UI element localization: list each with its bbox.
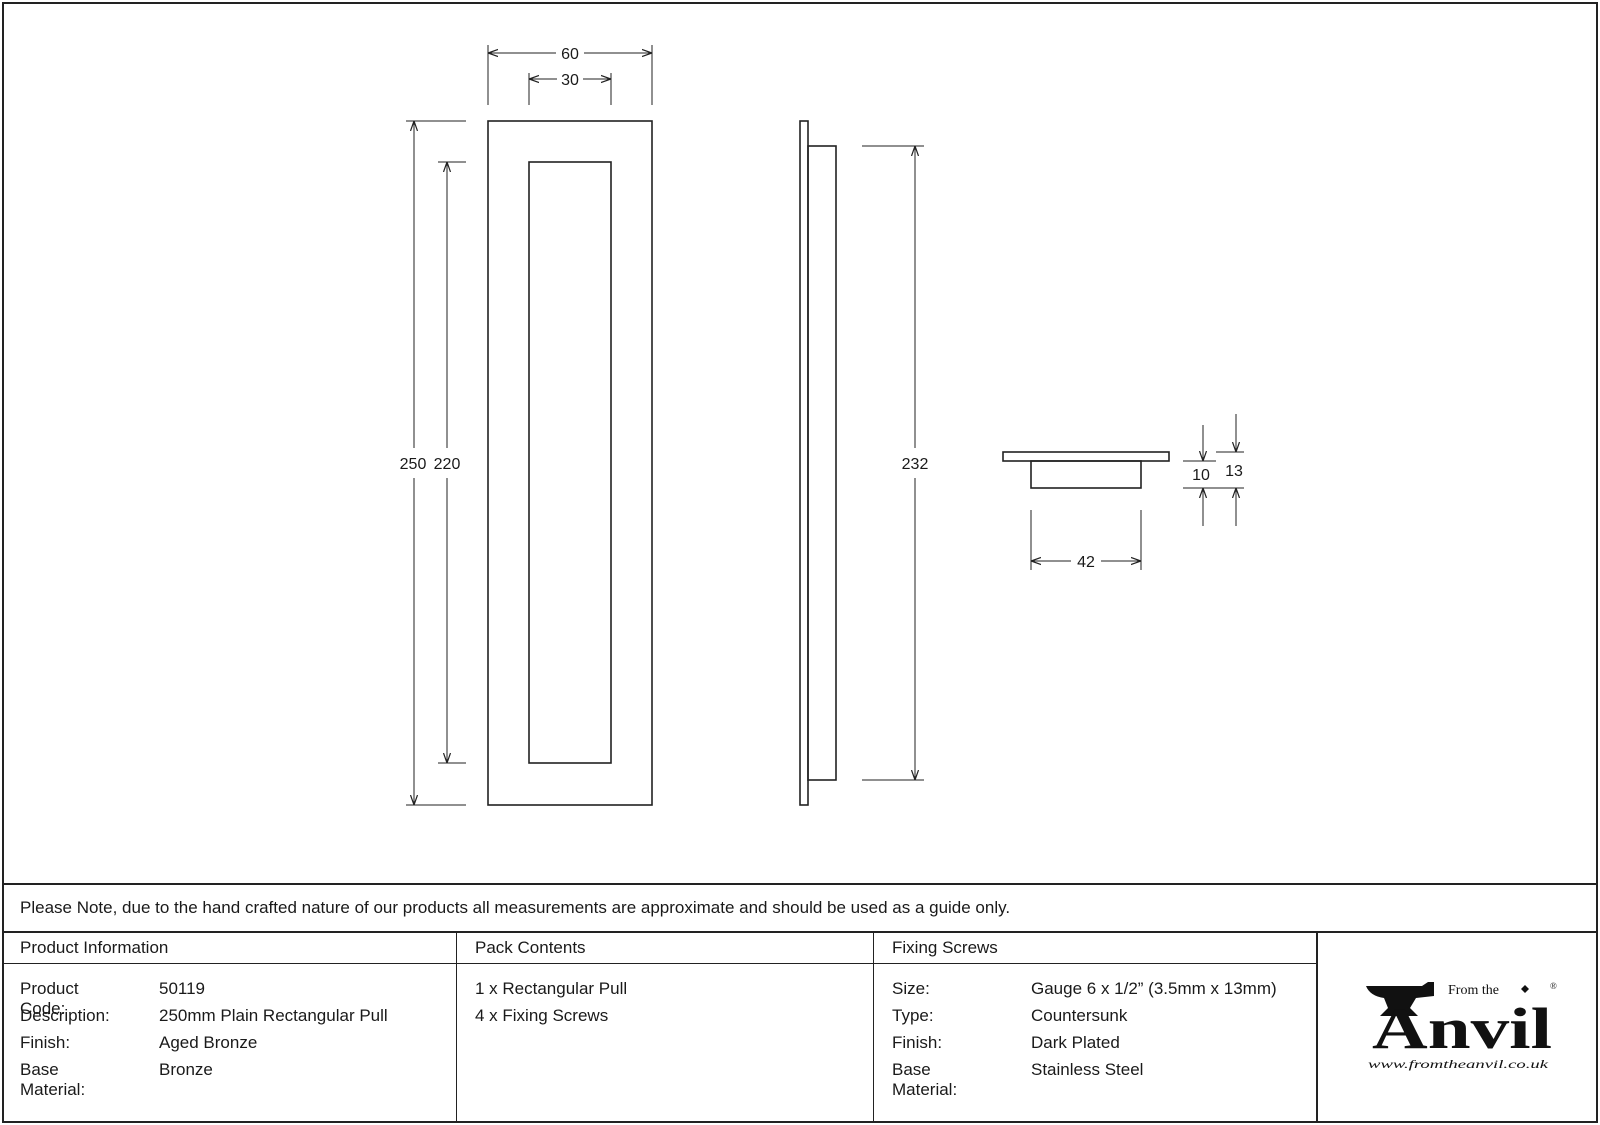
- dim-front-width-outer: 60: [561, 46, 579, 63]
- row-label: Finish:: [892, 1033, 943, 1052]
- row-label: Size:: [892, 979, 930, 998]
- row-value: 50119: [159, 979, 206, 998]
- row-label: Type:: [892, 1006, 934, 1025]
- row-label: Product Code:: [20, 979, 79, 1018]
- column-divider-3: [1316, 931, 1318, 1123]
- logo-url: www.fromtheanvil.co.uk: [1368, 1057, 1549, 1071]
- logo-from-the: From the: [1448, 983, 1499, 998]
- dim-front-height-outer: 250: [400, 456, 427, 473]
- fixing-screws-header: Fixing Screws: [892, 938, 998, 957]
- row-value: Stainless Steel: [1031, 1060, 1144, 1079]
- end-view-plate: [1002, 451, 1170, 462]
- row-value: Dark Plated: [1031, 1033, 1120, 1052]
- end-view-recess: [1030, 460, 1142, 489]
- note-divider-rule: [2, 931, 1598, 933]
- row-label: Base Material:: [892, 1060, 958, 1099]
- product-info-header: Product Information: [20, 938, 169, 957]
- row-value: Gauge 6 x 1/2” (3.5mm x 13mm): [1031, 979, 1277, 998]
- dim-side-height: 232: [902, 456, 929, 473]
- title-block-top-rule: [2, 883, 1598, 885]
- front-view-outer-plate: [487, 120, 653, 806]
- row-value: Bronze: [159, 1060, 213, 1079]
- side-view-recess: [807, 145, 837, 781]
- dim-front-width-inner: 30: [561, 72, 579, 89]
- row-value: Aged Bronze: [159, 1033, 258, 1052]
- logo-brand: Anvil: [1372, 996, 1552, 1061]
- diamond-icon: [1521, 985, 1529, 993]
- dim-end-depth-outer: 13: [1225, 463, 1243, 480]
- technical-drawing: 60 30 250 220 232 10 13 42: [400, 45, 1244, 806]
- dim-end-depth-inner: 10: [1192, 467, 1210, 484]
- pack-contents-item: 4 x Fixing Screws: [475, 1006, 609, 1025]
- dim-end-width: 42: [1077, 554, 1095, 571]
- column-divider-2: [873, 931, 874, 1123]
- row-label: Base Material:: [20, 1060, 86, 1099]
- column-divider-1: [456, 931, 457, 1123]
- row-label: Description:: [20, 1006, 110, 1025]
- pack-contents-header: Pack Contents: [475, 938, 586, 957]
- dim-front-height-inner: 220: [434, 456, 461, 473]
- row-label: Finish:: [20, 1033, 71, 1052]
- front-view-recess: [528, 161, 612, 764]
- measurement-note: Please Note, due to the hand crafted nat…: [20, 898, 1011, 917]
- row-value: Countersunk: [1031, 1006, 1128, 1025]
- pack-contents-item: 1 x Rectangular Pull: [475, 979, 628, 998]
- anvil-icon: [1366, 982, 1434, 1016]
- from-the-anvil-logo: From the ® Anvil www.fromtheanvil.co.uk: [1366, 981, 1557, 1071]
- side-view-plate: [799, 120, 809, 806]
- row-value: 250mm Plain Rectangular Pull: [159, 1006, 388, 1025]
- header-divider-rule: [2, 963, 1316, 964]
- logo-registered: ®: [1550, 981, 1557, 991]
